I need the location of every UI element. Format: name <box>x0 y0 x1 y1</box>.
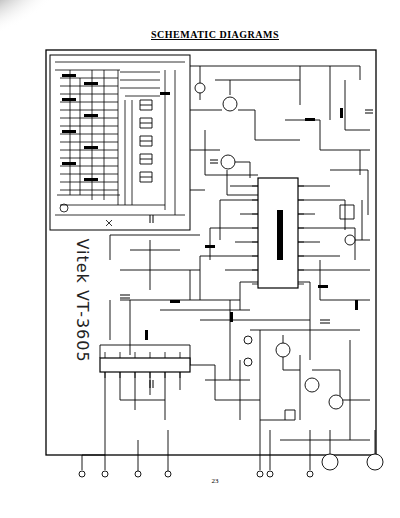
capacitor-symbols <box>120 110 373 388</box>
page-number: 23 <box>212 477 219 485</box>
ic-pins <box>252 186 304 284</box>
ic-pin <box>150 372 151 378</box>
scan-shadow <box>0 0 70 45</box>
terminals <box>79 430 383 477</box>
model-name: Vitek VT-3605 <box>73 236 92 364</box>
ic-pin <box>252 256 258 257</box>
ic-body <box>258 178 298 288</box>
ic-pin <box>105 372 106 378</box>
ic-pin <box>298 228 304 229</box>
ic-pin <box>180 352 181 358</box>
ic-pin <box>252 284 258 285</box>
ic-pin <box>135 352 136 358</box>
sheet-title: SCHEMATIC DIAGRAMS <box>151 29 279 40</box>
ic-pin <box>165 372 166 378</box>
ic-pin <box>252 200 258 201</box>
ic-pin <box>150 352 151 358</box>
display-board-wiring <box>55 62 185 226</box>
ic-pin <box>252 228 258 229</box>
ic-pin <box>298 186 304 187</box>
ic-marking <box>277 210 283 260</box>
ic-pin <box>135 372 136 378</box>
ic-pin <box>252 186 258 187</box>
ic-pin <box>298 242 304 243</box>
ic-pin <box>298 200 304 201</box>
ic-pins <box>105 352 180 378</box>
circuit-wiring <box>100 66 375 470</box>
sheet-frame <box>46 50 376 455</box>
ic-pin <box>252 242 258 243</box>
ic-pin <box>298 214 304 215</box>
ic-pin <box>252 270 258 271</box>
ic-pin <box>180 372 181 378</box>
transistor-symbols <box>195 83 355 409</box>
ic-pin <box>105 352 106 358</box>
ic-pin <box>120 372 121 378</box>
ic-pin <box>165 352 166 358</box>
ic-pin <box>298 284 304 285</box>
display-board <box>50 55 190 230</box>
ic-pin <box>120 352 121 358</box>
ic-pin <box>298 256 304 257</box>
resistor-symbols <box>145 108 358 340</box>
ic-pin <box>298 270 304 271</box>
ic-body <box>100 358 190 372</box>
ic-pin <box>252 214 258 215</box>
resistor-arrays <box>62 74 170 181</box>
seven-segment-digits <box>140 100 152 182</box>
